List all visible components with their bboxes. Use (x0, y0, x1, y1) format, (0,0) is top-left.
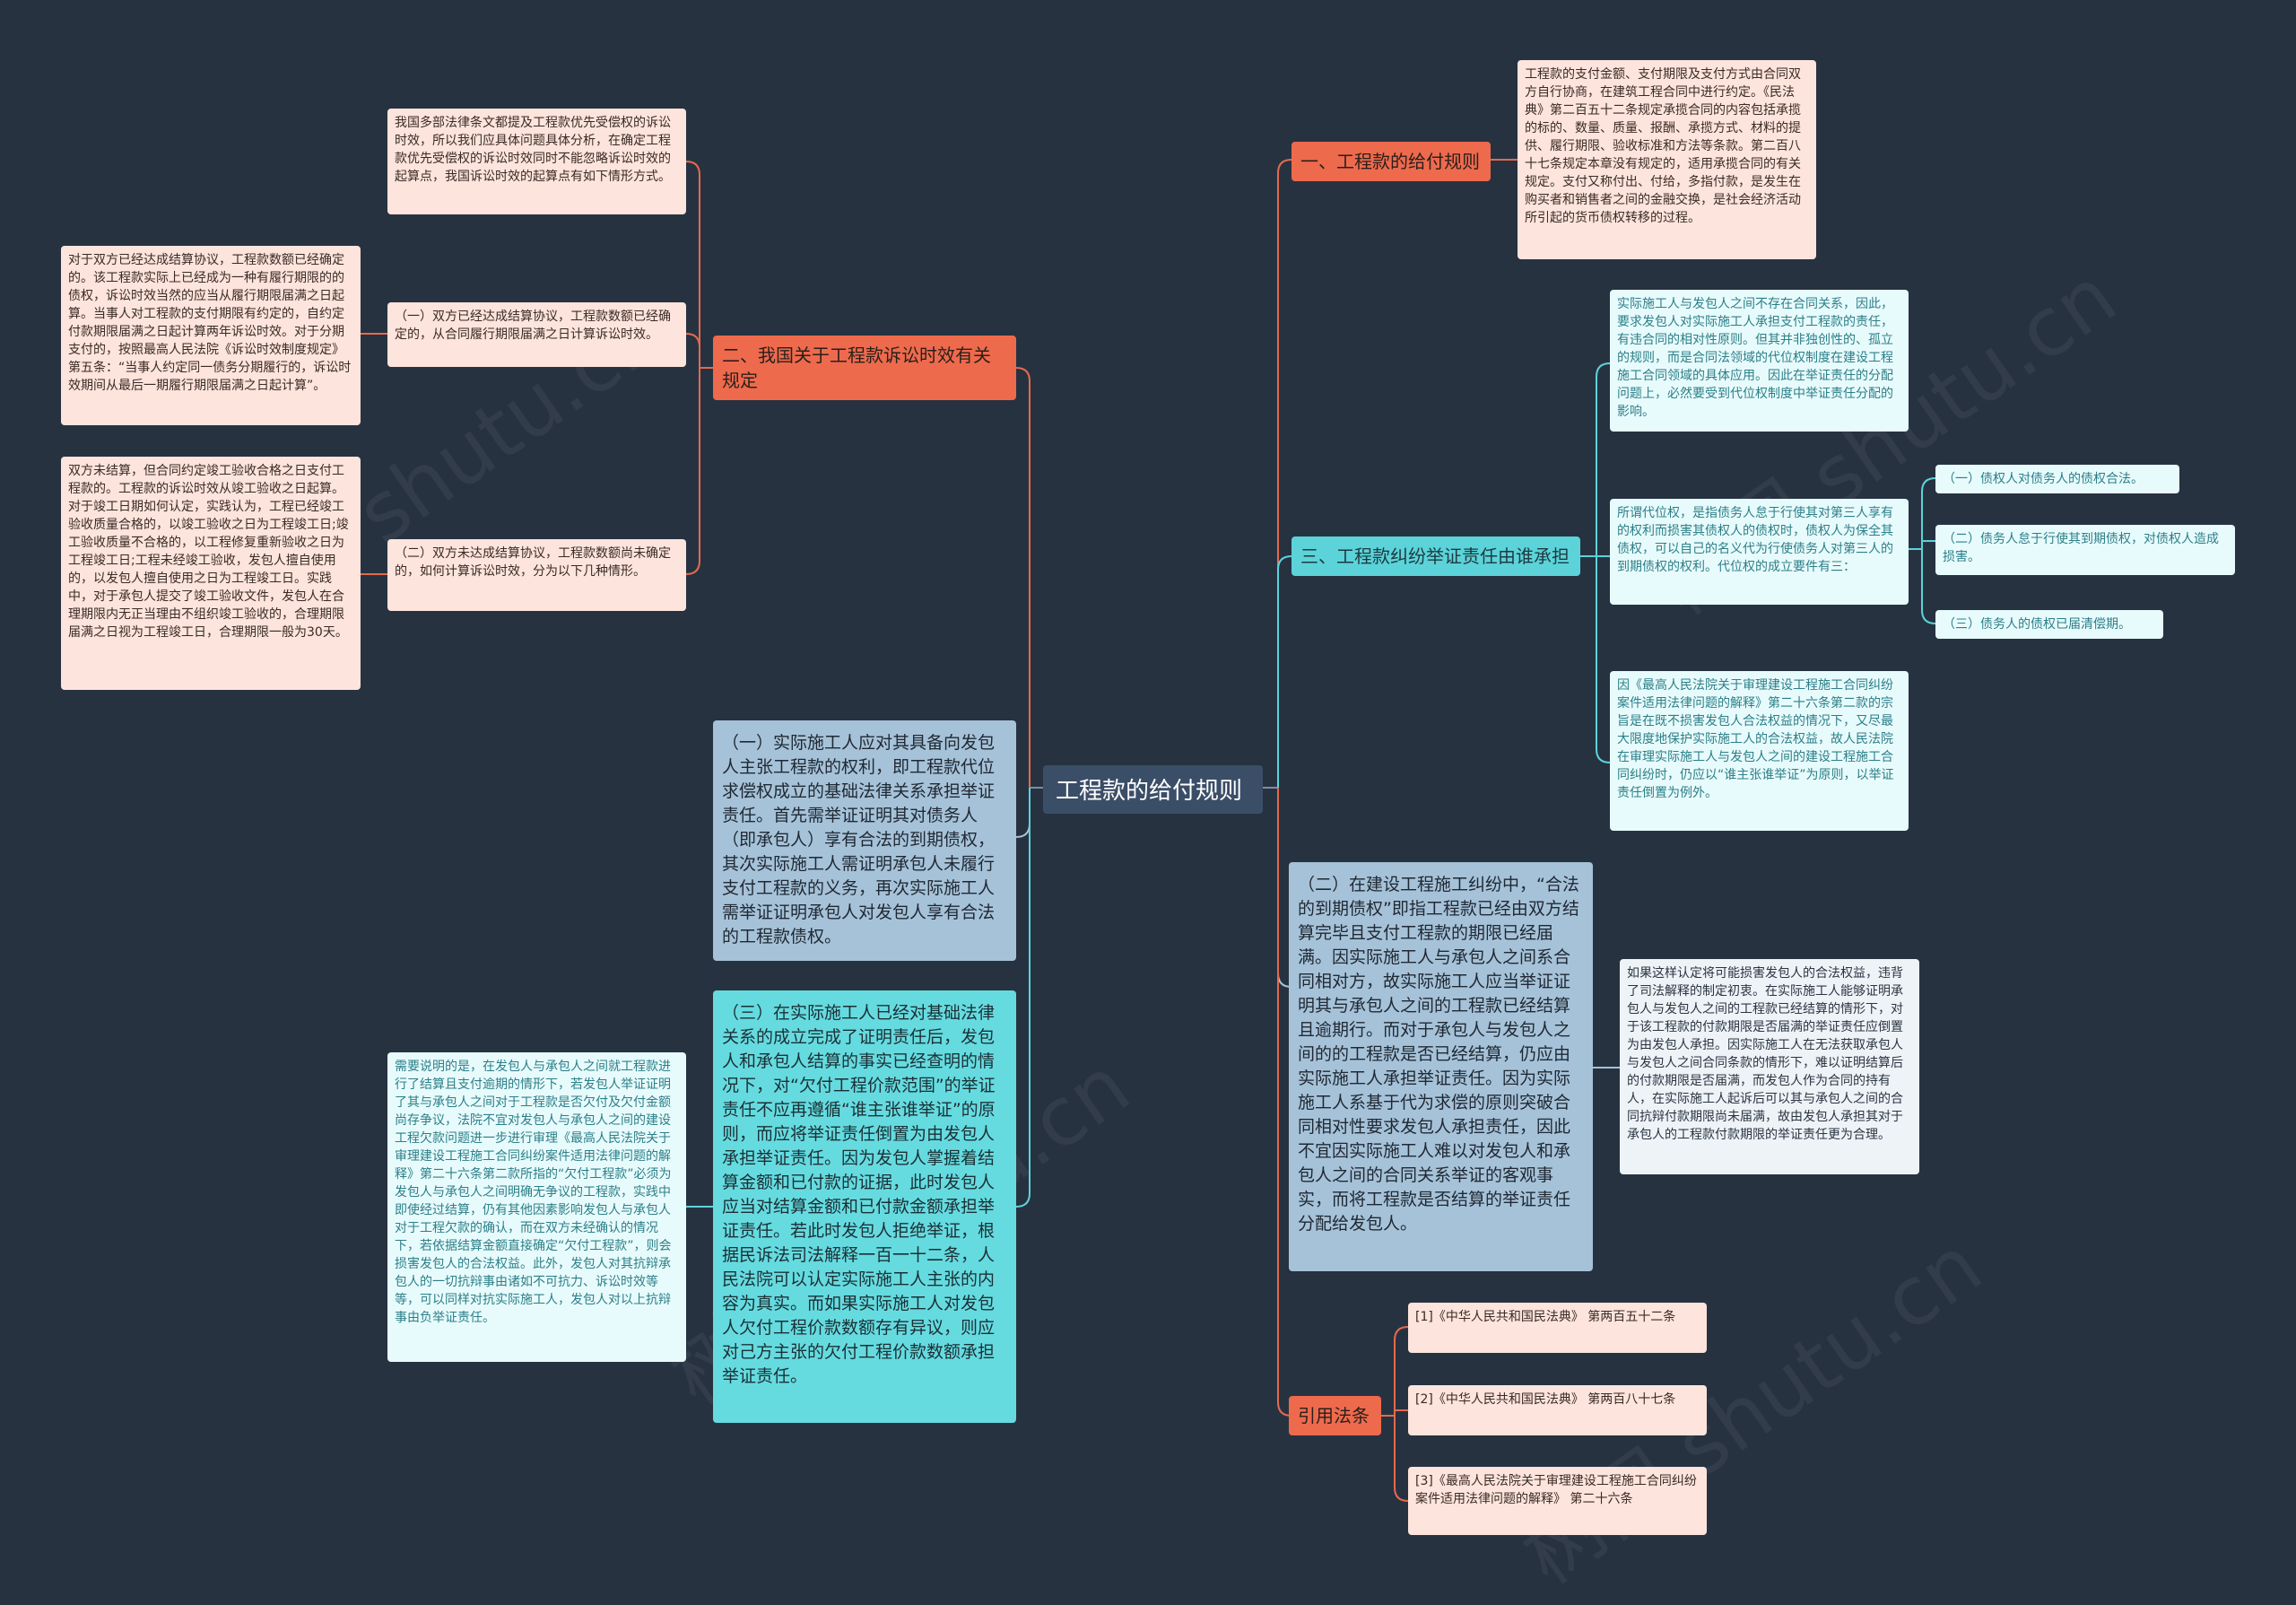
burden-point-3[interactable]: （三）在实际施工人已经对基础法律关系的成立完成了证明责任后，发包人和承包人结算的… (713, 990, 1016, 1423)
branch-burden-of-proof[interactable]: 三、工程款纠纷举证责任由谁承担 (1292, 536, 1580, 576)
burden-point-2[interactable]: （二）在建设工程施工纠纷中，“合法的到期债权”即指工程款已经由双方结算完毕且支付… (1289, 862, 1593, 1271)
statute-case-1-detail[interactable]: 对于双方已经达成结算协议，工程款数额已经确定的。该工程款实际上已经成为一种有履行… (61, 246, 361, 425)
citation-1[interactable]: [1]《中华人民共和国民法典》 第两百五十二条 (1408, 1303, 1707, 1353)
branch-citations[interactable]: 引用法条 (1289, 1396, 1381, 1435)
statute-intro[interactable]: 我国多部法律条文都提及工程款优先受偿权的诉讼时效，所以我们应具体问题具体分析，在… (387, 109, 686, 214)
branch-statute-limitation[interactable]: 二、我国关于工程款诉讼时效有关规定 (713, 336, 1016, 400)
branch-payment-rules-detail[interactable]: 工程款的支付金额、支付期限及支付方式由合同双方自行协商，在建筑工程合同中进行约定… (1518, 60, 1816, 259)
burden-detail-3[interactable]: 因《最高人民法院关于审理建设工程施工合同纠纷案件适用法律问题的解释》第二十六条第… (1610, 671, 1909, 831)
root-node[interactable]: 工程款的给付规则 (1043, 765, 1263, 814)
burden-point-1[interactable]: （一）实际施工人应对其具备向发包人主张工程款的权利，即工程款代位求偿权成立的基础… (713, 720, 1016, 961)
statute-case-1[interactable]: （一）双方已经达成结算协议，工程款数额已经确定的，从合同履行期限届满之日计算诉讼… (387, 302, 686, 367)
citation-2[interactable]: [2]《中华人民共和国民法典》 第两百八十七条 (1408, 1385, 1707, 1435)
subrogation-condition-1[interactable]: （一）债权人对债务人的债权合法。 (1935, 465, 2179, 493)
burden-point-3-note[interactable]: 需要说明的是，在发包人与承包人之间就工程款进行了结算且支付逾期的情形下，若发包人… (387, 1052, 686, 1362)
burden-point-2-note[interactable]: 如果这样认定将可能损害发包人的合法权益，违背了司法解释的制定初衷。在实际施工人能… (1620, 959, 1919, 1174)
statute-case-2-detail[interactable]: 双方未结算，但合同约定竣工验收合格之日支付工程款的。工程款的诉讼时效从竣工验收之… (61, 457, 361, 690)
branch-payment-rules[interactable]: 一、工程款的给付规则 (1292, 142, 1491, 181)
subrogation-condition-3[interactable]: （三）债务人的债权已届清偿期。 (1935, 610, 2163, 639)
burden-detail-1[interactable]: 实际施工人与发包人之间不存在合同关系，因此，要求发包人对实际施工人承担支付工程款… (1610, 290, 1909, 432)
burden-detail-2[interactable]: 所谓代位权，是指债务人怠于行使其对第三人享有的权利而损害其债权人的债权时，债权人… (1610, 499, 1909, 605)
subrogation-condition-2[interactable]: （二）债务人怠于行使其到期债权，对债权人造成损害。 (1935, 525, 2235, 575)
citation-3[interactable]: [3]《最高人民法院关于审理建设工程施工合同纠纷案件适用法律问题的解释》 第二十… (1408, 1467, 1707, 1535)
statute-case-2[interactable]: （二）双方未达成结算协议，工程款数额尚未确定的，如何计算诉讼时效，分为以下几种情… (387, 539, 686, 611)
